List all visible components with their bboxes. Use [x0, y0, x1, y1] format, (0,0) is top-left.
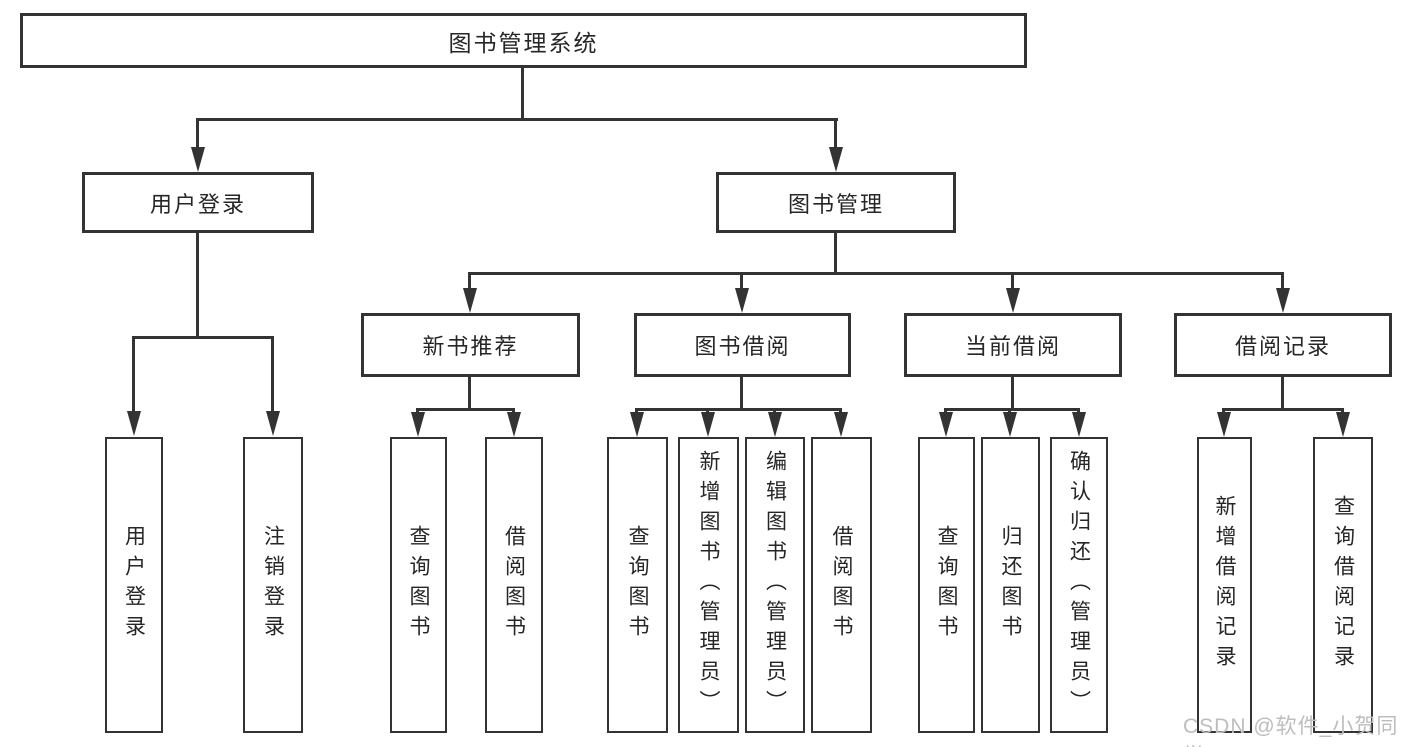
leaf-borrow-borrow-books-label: 借阅图书	[830, 525, 853, 645]
connector-bookmgmt-horizontal	[468, 272, 1284, 275]
leaf-newbooks-borrow-books-label: 借阅图书	[502, 525, 526, 645]
arrow-down-icon	[630, 412, 644, 437]
leaf-records-query-record: 查询借阅记录	[1313, 437, 1373, 733]
connector-userlogin-vertical	[196, 233, 199, 336]
connector-bookborrow-horizontal	[635, 408, 842, 411]
node-book-management-label: 图书管理	[787, 191, 884, 217]
leaf-records-add-record: 新增借阅记录	[1197, 437, 1252, 733]
leaf-current-query-books: 查询图书	[918, 437, 975, 733]
connector-records-vertical	[1281, 377, 1284, 408]
arrow-down-icon	[1217, 412, 1231, 437]
connector-newbooks-vertical	[468, 377, 471, 408]
connector-leaf-stub	[706, 408, 709, 414]
leaf-logout-login: 注销登录	[243, 437, 303, 733]
arrow-down-icon	[939, 412, 953, 437]
csdn-watermark: CSDN @软件_小贺同学	[1183, 715, 1399, 747]
connector-lvl3-stub	[1281, 272, 1284, 290]
connector-leaf-stub	[416, 408, 419, 414]
node-new-book-recommend-label: 新书推荐	[422, 334, 519, 359]
arrow-down-icon	[735, 288, 749, 313]
connector-currentborrow-vertical	[1011, 377, 1014, 408]
leaf-current-return-books: 归还图书	[981, 437, 1040, 733]
connector-leaf-stub	[1341, 408, 1344, 414]
connector-leaf-stub	[1008, 408, 1011, 414]
arrow-down-icon	[127, 411, 141, 436]
leaf-borrow-query-books-label: 查询图书	[626, 525, 649, 645]
node-borrow-records: 借阅记录	[1174, 313, 1392, 377]
connector-leaf-stub	[773, 408, 776, 414]
node-user-login-label: 用户登录	[149, 191, 246, 217]
leaf-user-login-label: 用户登录	[122, 525, 146, 645]
connector-leaf-stub	[1222, 408, 1225, 414]
leaf-current-return-books-label: 归还图书	[999, 525, 1022, 645]
connector-leaf-stub	[512, 408, 515, 414]
connector-root-vertical	[521, 68, 524, 118]
leaf-newbooks-borrow-books: 借阅图书	[485, 437, 543, 733]
node-new-book-recommend: 新书推荐	[361, 313, 580, 377]
arrow-down-icon	[1072, 412, 1086, 437]
connector-leaf-stub	[635, 408, 638, 414]
arrow-down-icon	[834, 412, 848, 437]
arrow-down-icon	[507, 412, 521, 437]
node-book-management: 图书管理	[716, 172, 956, 233]
connector-leaf-stub	[1077, 408, 1080, 414]
leaf-borrow-edit-books-admin: 编辑图书（管理员）	[745, 437, 805, 733]
arrow-down-icon	[463, 288, 477, 313]
arrow-down-icon	[266, 411, 280, 436]
leaf-borrow-borrow-books: 借阅图书	[811, 437, 872, 733]
connector-newbooks-horizontal	[416, 408, 515, 411]
connector-lvl3-stub	[1011, 272, 1014, 290]
connector-bookmgmt-vertical	[834, 233, 837, 272]
leaf-borrow-query-books: 查询图书	[607, 437, 668, 733]
connector-currentborrow-horizontal	[944, 408, 1080, 411]
connector-records-horizontal	[1222, 408, 1344, 411]
arrow-down-icon	[1006, 288, 1020, 313]
leaf-current-query-books-label: 查询图书	[935, 525, 958, 645]
leaf-borrow-add-books-admin-label: 新增图书（管理员）	[697, 450, 720, 720]
leaf-current-confirm-return-admin-label: 确认归还（管理员）	[1067, 450, 1091, 720]
arrow-down-icon	[768, 412, 782, 437]
node-root: 图书管理系统	[20, 13, 1027, 68]
connector-userlogin-horizontal	[132, 336, 274, 339]
node-book-borrow: 图书借阅	[634, 313, 851, 377]
arrow-down-icon	[191, 147, 205, 172]
arrow-down-icon	[1336, 412, 1350, 437]
leaf-newbooks-query-books: 查询图书	[390, 437, 447, 733]
connector-bookborrow-vertical	[740, 377, 743, 408]
leaf-records-query-record-label: 查询借阅记录	[1331, 495, 1355, 675]
connector-lvl3-stub	[740, 272, 743, 290]
arrow-down-icon	[411, 412, 425, 437]
connector-bookmgmt-stub	[834, 118, 837, 148]
leaf-records-add-record-label: 新增借阅记录	[1213, 495, 1236, 675]
connector-root-horizontal	[196, 118, 838, 121]
leaf-user-login: 用户登录	[105, 437, 163, 733]
connector-lvl3-stub	[468, 272, 471, 290]
node-user-login: 用户登录	[82, 172, 314, 233]
node-book-borrow-label: 图书借阅	[694, 334, 791, 359]
connector-leaf-stub	[839, 408, 842, 414]
leaf-borrow-edit-books-admin-label: 编辑图书（管理员）	[763, 450, 787, 720]
leaf-current-confirm-return-admin: 确认归还（管理员）	[1050, 437, 1108, 733]
connector-leaf-stub	[944, 408, 947, 414]
node-current-borrow-label: 当前借阅	[964, 334, 1061, 359]
leaf-newbooks-query-books-label: 查询图书	[407, 525, 430, 645]
arrow-down-icon	[701, 412, 715, 437]
arrow-down-icon	[1003, 412, 1017, 437]
connector-leaf-stub	[271, 336, 274, 413]
connector-leaf-stub	[132, 336, 135, 413]
leaf-logout-login-label: 注销登录	[261, 525, 285, 645]
node-root-label: 图书管理系统	[448, 29, 599, 56]
node-current-borrow: 当前借阅	[904, 313, 1122, 377]
arrow-down-icon	[829, 147, 843, 172]
leaf-borrow-add-books-admin: 新增图书（管理员）	[678, 437, 739, 733]
arrow-down-icon	[1276, 288, 1290, 313]
node-borrow-records-label: 借阅记录	[1234, 334, 1331, 359]
connector-userlogin-stub	[196, 118, 199, 148]
